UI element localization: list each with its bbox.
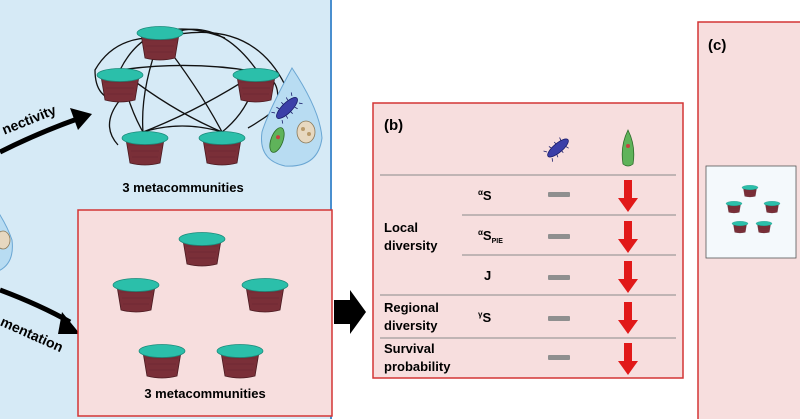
group-label-regional: Regional diversity [384,300,443,333]
no-change-bar [548,355,570,360]
left-water-drop-icon [0,214,13,271]
water-drop-icon [260,67,323,167]
decrease-arrow-icon [618,221,638,253]
results-table-rules [380,174,676,339]
decrease-arrow-icon [618,302,638,334]
connected-caption: 3 metacommunities [122,180,243,195]
no-change-bar [548,234,570,239]
group-label-survival: Survival probability [384,341,451,374]
panel-b-label: (b) [384,117,403,134]
no-change-markers [548,192,570,360]
panel-c-label: (c) [708,37,726,54]
metric-evenness-j: J [484,268,491,283]
group-label-local: Local diversity [384,220,438,253]
panel-connector-arrow [334,290,366,334]
decrease-markers [618,180,638,375]
metric-gamma-s: γS [478,310,491,325]
mini-landscape [705,165,797,259]
decrease-arrow-icon [618,261,638,293]
rotifer-icon [296,120,316,144]
metric-alpha-s: αS [478,188,492,203]
euglena-icon [269,127,285,153]
no-change-bar [548,192,570,197]
decrease-arrow-icon [618,343,638,375]
decrease-arrow-icon [618,180,638,212]
fragmented-caption: 3 metacommunities [144,386,265,401]
header-paramecium-icon [543,137,569,162]
no-change-bar [548,316,570,321]
paramecium-icon [271,92,303,124]
no-change-bar [548,275,570,280]
metric-alpha-s-pie: αSPIE [478,228,503,245]
header-euglena-icon [621,129,635,167]
